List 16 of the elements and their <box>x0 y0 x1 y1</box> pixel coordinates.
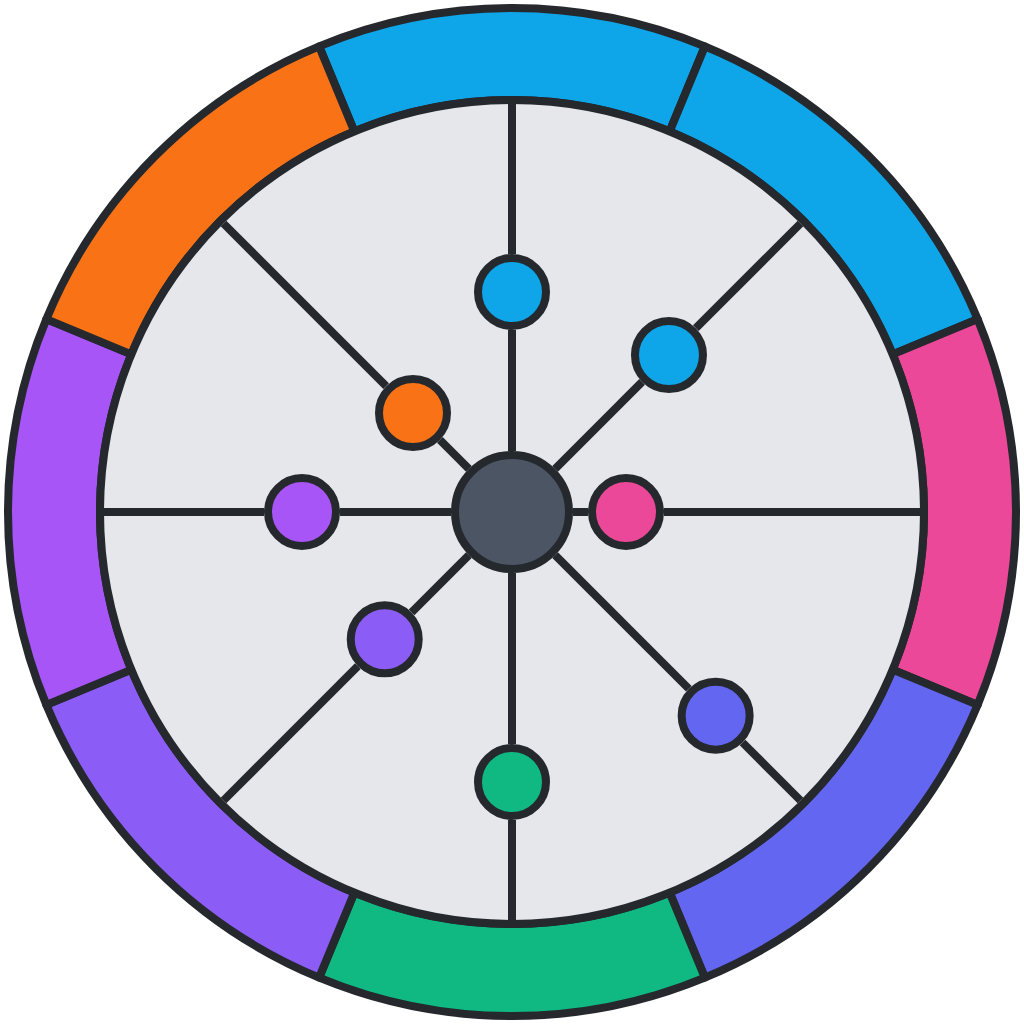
spoke-dot <box>264 474 340 550</box>
spoke-dot <box>631 317 707 393</box>
connector-line <box>573 508 588 516</box>
connector-line <box>552 379 645 472</box>
spoke-dot <box>588 474 664 550</box>
connector-line <box>508 573 516 744</box>
spoke-dot <box>474 744 550 820</box>
connector-line <box>408 552 472 616</box>
connector-line <box>437 437 472 472</box>
hub-circle <box>451 451 573 573</box>
spoke-dot <box>375 375 451 451</box>
connector-line <box>340 508 451 516</box>
spoke-dot <box>677 677 754 754</box>
connector-line <box>552 552 692 692</box>
connector-line <box>508 330 516 451</box>
spoke-dot <box>474 254 550 330</box>
